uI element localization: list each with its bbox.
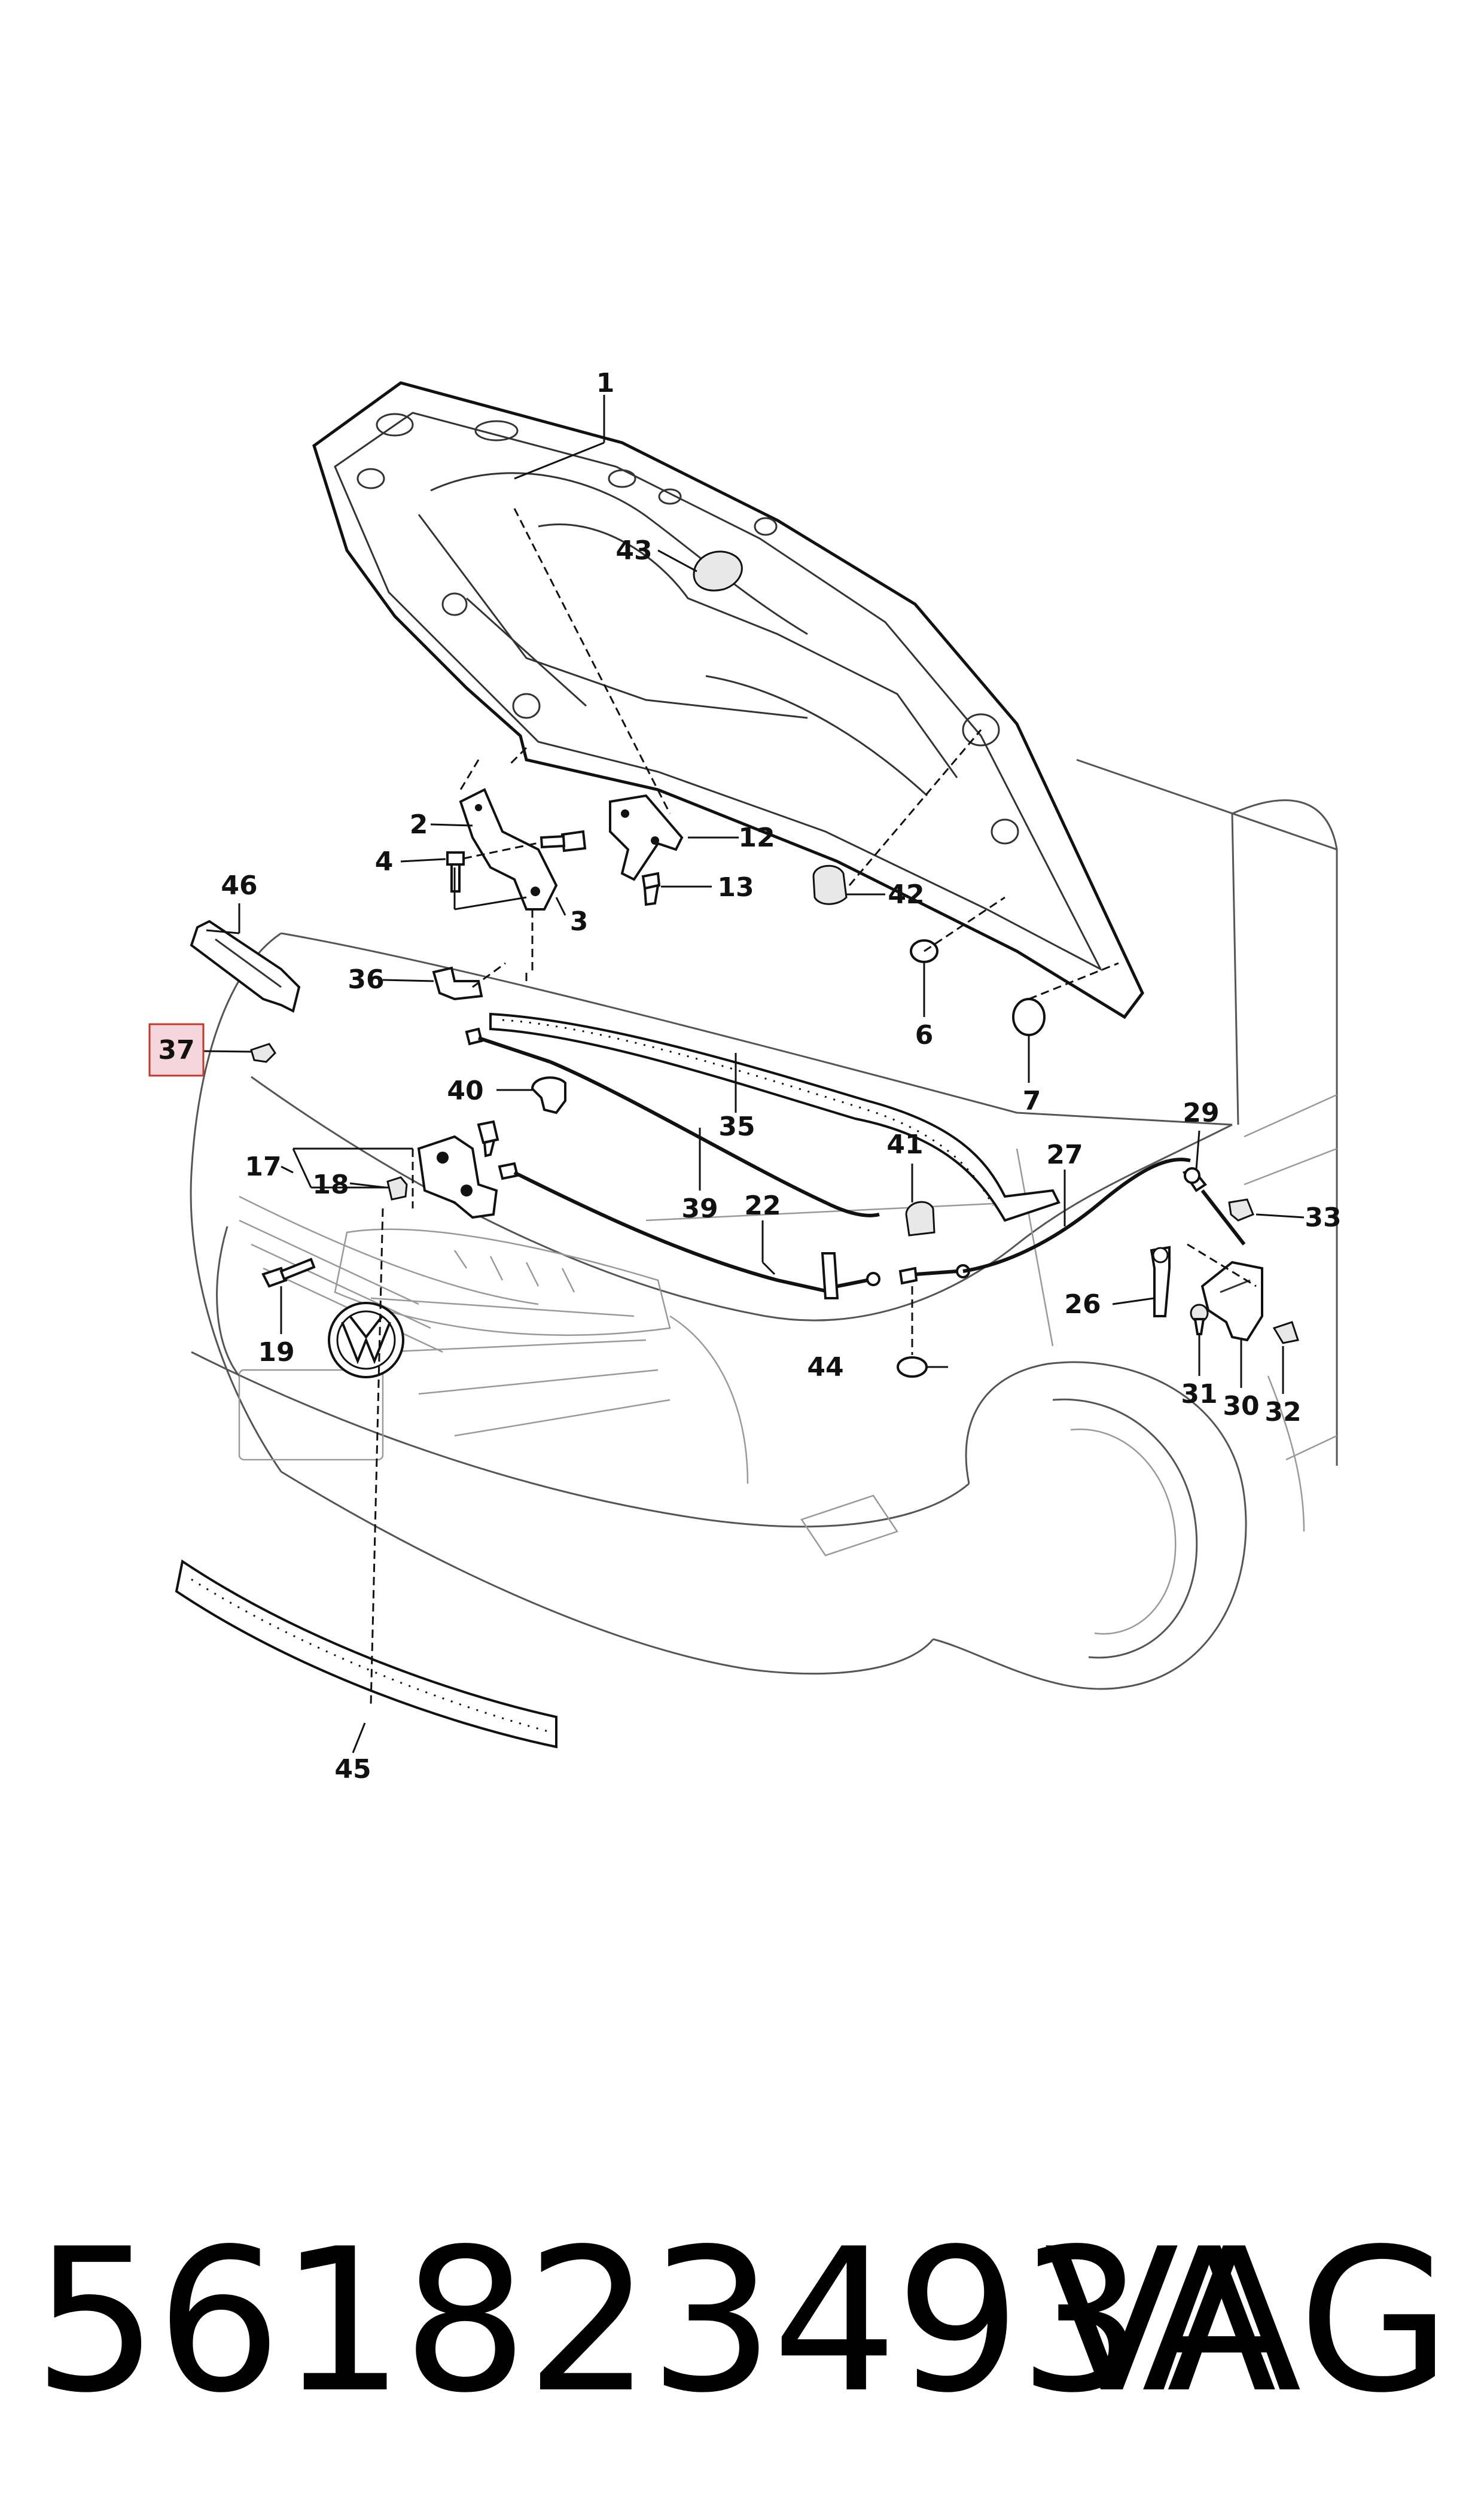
callout-35: 35 [718,1112,755,1142]
callout-30: 30 [1223,1391,1259,1421]
footer: 561823493A VAG [0,2213,1484,2429]
callout-41: 41 [886,1129,923,1160]
part-22-bowden-cable [498,1162,970,1299]
callout-44: 44 [807,1352,843,1383]
callout-3: 3 [570,906,589,937]
part-7-seal-ring [1012,998,1046,1036]
part-lock-bolt [477,1120,499,1158]
part-39-release-cable [465,1027,880,1217]
part-32-clip [1272,1321,1299,1344]
callout-12: 12 [738,823,775,853]
part-12-hinge-bracket [609,794,684,881]
callout-18: 18 [312,1170,349,1200]
exploded-parts-diagram: 1 2 3 4 6 7 12 13 17 18 19 22 26 27 29 3… [148,368,1342,1785]
part-26-release-lever [1150,1246,1171,1317]
callout-42: 42 [888,879,924,910]
callout-46: 46 [221,870,257,901]
part-44-cap [897,1356,928,1378]
callout-43: 43 [615,535,652,566]
part-31-screw [1190,1304,1209,1335]
part-42-bump-stop [812,864,848,905]
callout-6: 6 [915,1020,934,1051]
callout-36: 36 [348,964,384,995]
part-19-screw [261,1258,316,1288]
callout-labels: 1 2 3 4 6 7 12 13 17 18 19 22 26 27 29 3… [148,368,1342,1785]
callout-37-highlight [148,1023,205,1077]
callout-17: 17 [245,1152,281,1182]
callout-29: 29 [1183,1098,1219,1128]
callout-27: 27 [1046,1140,1083,1170]
part-37-clip [250,1043,276,1063]
hood-panel [312,381,1144,1019]
part-40-clip [531,1076,566,1115]
callout-32: 32 [1264,1397,1301,1427]
leader-lines [203,395,1305,1753]
brand-name: VAG [1044,2206,1451,2436]
callout-40: 40 [447,1076,483,1106]
part-30-release-handle [1200,1260,1263,1342]
part-46-trim-strip [190,919,301,1013]
part-36-holder [432,966,483,1001]
callout-19: 19 [258,1337,294,1368]
callout-39: 39 [681,1193,718,1224]
part-35-seal-strip [489,1012,1061,1222]
callout-2: 2 [410,809,428,840]
part-29-cable-end [1184,1167,1200,1184]
callout-4: 4 [375,847,394,877]
part-45-seal-strip [175,1559,557,1749]
vw-logo-emblem [328,1302,404,1378]
callout-45: 45 [334,1754,371,1785]
part-13-bolt [641,872,661,906]
callout-26: 26 [1064,1289,1101,1320]
part-18-buffer [386,1176,408,1201]
callout-1: 1 [596,368,615,398]
callout-7: 7 [1023,1086,1041,1116]
callout-31: 31 [1181,1379,1217,1409]
callout-33: 33 [1305,1202,1341,1233]
part-41-grommet [905,1201,936,1237]
part-17-hood-lock [417,1135,498,1219]
part-33-clip [1228,1198,1254,1222]
part-number: 561823493A [33,2206,1276,2436]
callout-13: 13 [717,872,754,903]
callout-37: 37 [158,1035,194,1065]
part-43-bump-stop [693,550,743,592]
callout-22: 22 [744,1191,781,1221]
part-bolt-hinge [540,830,587,852]
car-body-outline [190,759,1338,1690]
